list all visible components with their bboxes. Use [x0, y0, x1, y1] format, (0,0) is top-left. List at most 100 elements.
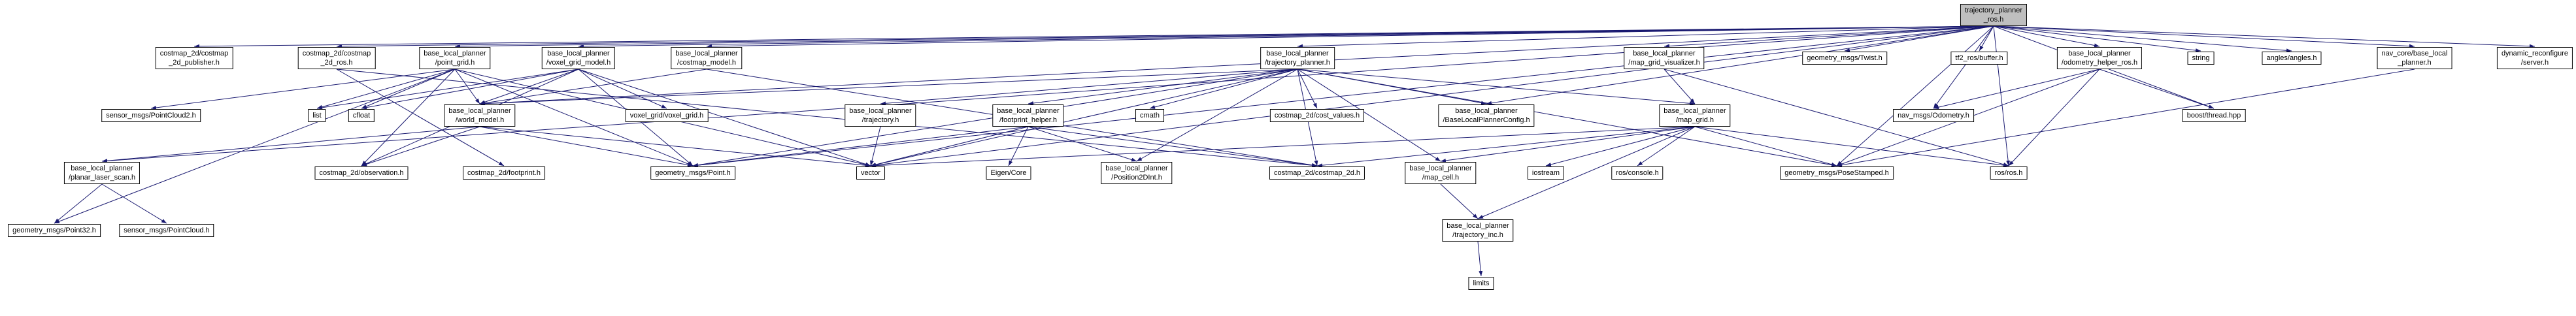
graph-node-dyn_reconf_server[interactable]: dynamic_reconfigure /server.h — [2496, 47, 2573, 69]
edge-trajectory_planner_ros--costmap_model — [706, 25, 1994, 48]
edge-trajectory_planner--trajectory — [880, 69, 1298, 106]
edge-trajectory_planner--blp_config — [1297, 69, 1487, 105]
edge-voxel_grid_model--cfloat — [361, 69, 579, 110]
edge-trajectory_planner_ros--angles — [1993, 25, 2292, 53]
graph-node-odometry[interactable]: nav_msgs/Odometry.h — [1893, 109, 1974, 122]
graph-node-angles[interactable]: angles/angles.h — [2262, 52, 2322, 65]
graph-node-boost_thread[interactable]: boost/thread.hpp — [2182, 109, 2246, 122]
edge-trajectory_planner--vector — [870, 69, 1298, 167]
graph-node-footprint[interactable]: costmap_2d/footprint.h — [463, 166, 545, 180]
edge-map_grid--iostream — [1545, 126, 1696, 166]
edge-map_grid--costmap_2d — [1316, 126, 1696, 168]
edge-trajectory_planner_ros--voxel_grid_model — [578, 25, 1994, 48]
graph-node-map_cell[interactable]: base_local_planner /map_cell.h — [1405, 162, 1477, 184]
graph-node-point_grid[interactable]: base_local_planner /point_grid.h — [419, 47, 491, 69]
edge-trajectory_planner_ros--planar_laser_scan — [101, 25, 1994, 163]
edge-world_model--point — [479, 126, 694, 167]
edge-trajectory_planner_ros--blp_config — [1486, 25, 1994, 105]
edge-trajectory_inc--limits — [1477, 241, 1483, 277]
edge-trajectory_planner_ros--map_grid_visualizer — [1664, 25, 1994, 48]
graph-node-cost_values[interactable]: costmap_2d/cost_values.h — [1269, 109, 1365, 122]
graph-node-string[interactable]: string — [2187, 52, 2215, 65]
graph-node-costmap_2d_publisher[interactable]: costmap_2d/costmap _2d_publisher.h — [155, 47, 233, 69]
graph-node-list[interactable]: list — [308, 109, 326, 122]
graph-node-map_grid[interactable]: base_local_planner /map_grid.h — [1659, 104, 1731, 127]
graph-node-costmap_2d[interactable]: costmap_2d/costmap_2d.h — [1269, 166, 1365, 180]
edge-trajectory_planner_ros--nav_core_blp — [1993, 25, 2415, 48]
graph-node-iostream[interactable]: iostream — [1527, 166, 1565, 180]
edge-map_grid--map_cell — [1440, 126, 1696, 163]
graph-node-odometry_helper[interactable]: base_local_planner /odometry_helper_ros.… — [2056, 47, 2143, 69]
edge-point_grid--point32 — [54, 69, 456, 224]
graph-node-pointcloud2[interactable]: sensor_msgs/PointCloud2.h — [101, 109, 201, 122]
graph-node-trajectory_planner[interactable]: base_local_planner /trajectory_planner.h — [1260, 47, 1335, 69]
edge-trajectory_planner_ros--costmap_2d_ros — [336, 25, 1994, 48]
graph-node-observation[interactable]: costmap_2d/observation.h — [314, 166, 409, 180]
graph-node-point32[interactable]: geometry_msgs/Point32.h — [8, 224, 101, 237]
graph-node-cfloat[interactable]: cfloat — [348, 109, 375, 122]
edge-trajectory_planner_ros--twist — [1844, 25, 1994, 52]
edge-trajectory_planner_ros--point_grid — [454, 25, 1994, 48]
edge-map_grid--pose_stamped — [1694, 126, 1837, 166]
edge-point_grid--cfloat — [361, 69, 456, 109]
edge-trajectory_planner_ros--odometry_helper — [1993, 25, 2100, 48]
edge-footprint_helper--point — [692, 126, 1029, 168]
graph-node-trajectory[interactable]: base_local_planner /trajectory.h — [845, 104, 916, 127]
graph-node-position2dint[interactable]: base_local_planner /Position2DInt.h — [1101, 162, 1173, 184]
edge-trajectory_planner--pose_stamped — [1297, 69, 1837, 167]
edge-trajectory_planner_ros--tf2_buffer — [1979, 25, 1994, 52]
edge-trajectory_planner--map_grid — [1297, 69, 1696, 106]
graph-node-eigen_core[interactable]: Eigen/Core — [986, 166, 1031, 180]
graph-node-voxel_grid[interactable]: voxel_grid/voxel_grid.h — [625, 109, 709, 122]
edge-map_grid--ros_ros — [1694, 126, 2009, 167]
edge-map_grid--vector — [870, 126, 1696, 168]
graph-node-pose_stamped[interactable]: geometry_msgs/PoseStamped.h — [1780, 166, 1894, 180]
edge-trajectory_planner_ros--dyn_reconf_server — [1993, 25, 2535, 48]
edge-trajectory_planner_ros--ros_ros — [1993, 25, 2011, 166]
edge-trajectory_planner--cost_values — [1297, 69, 1318, 109]
edge-point_grid--observation — [361, 69, 456, 166]
edge-trajectory_planner_ros--costmap_2d_publisher — [193, 25, 1994, 48]
graph-node-map_grid_visualizer[interactable]: base_local_planner /map_grid_visualizer.… — [1624, 47, 1705, 69]
edge-footprint_helper--eigen_core — [1008, 126, 1029, 166]
edge-trajectory_planner--footprint_helper — [1028, 69, 1298, 105]
edge-point_grid--pointcloud2 — [150, 69, 456, 110]
edge-odometry_helper--odometry — [1933, 69, 2100, 110]
graph-node-costmap_model[interactable]: base_local_planner /costmap_model.h — [671, 47, 743, 69]
graph-node-ros_console[interactable]: ros/console.h — [1611, 166, 1664, 180]
graph-node-nav_core_blp[interactable]: nav_core/base_local _planner.h — [2377, 47, 2452, 69]
graph-node-cmath[interactable]: cmath — [1135, 109, 1164, 122]
graph-node-point[interactable]: geometry_msgs/Point.h — [650, 166, 735, 180]
edge-trajectory_planner_ros--trajectory_planner — [1297, 25, 1994, 48]
edge-trajectory_planner_ros--vector — [870, 25, 1994, 167]
edge-footprint_helper--vector — [870, 126, 1029, 166]
edge-point_grid--list — [316, 69, 456, 109]
edge-trajectory_planner_ros--point — [692, 25, 1994, 168]
edge-footprint_helper--position2dint — [1028, 126, 1137, 162]
edge-world_model--planar_laser_scan — [101, 126, 480, 163]
graph-node-pointcloud[interactable]: sensor_msgs/PointCloud.h — [119, 224, 214, 237]
graph-node-footprint_helper[interactable]: base_local_planner /footprint_helper.h — [992, 104, 1064, 127]
edge-odometry_helper--boost_thread — [2099, 69, 2215, 109]
edge-map_grid--ros_console — [1637, 126, 1696, 166]
edge-trajectory--vector — [870, 126, 881, 166]
graph-node-voxel_grid_model[interactable]: base_local_planner /voxel_grid_model.h — [541, 47, 616, 69]
graph-node-world_model[interactable]: base_local_planner /world_model.h — [444, 104, 516, 127]
graph-node-ros_ros[interactable]: ros/ros.h — [1990, 166, 2028, 180]
edge-voxel_grid_model--vector — [578, 69, 871, 166]
graph-node-costmap_2d_ros[interactable]: costmap_2d/costmap _2d_ros.h — [297, 47, 376, 69]
edge-trajectory_planner--world_model — [479, 69, 1298, 106]
edge-costmap_model--world_model — [479, 69, 707, 105]
edge-voxel_grid_model--world_model — [479, 69, 579, 104]
edge-odometry_helper--ros_ros — [2008, 69, 2100, 166]
edge-map_cell--trajectory_inc — [1440, 183, 1479, 219]
graph-node-limits[interactable]: limits — [1468, 277, 1494, 290]
graph-node-twist[interactable]: geometry_msgs/Twist.h — [1802, 52, 1887, 65]
graph-node-tf2_buffer[interactable]: tf2_ros/buffer.h — [1950, 52, 2008, 65]
graph-node-planar_laser_scan[interactable]: base_local_planner /planar_laser_scan.h — [63, 162, 141, 184]
graph-node-trajectory_planner_ros: trajectory_planner _ros.h — [1960, 4, 2028, 26]
graph-node-vector[interactable]: vector — [856, 166, 885, 180]
graph-node-blp_config[interactable]: base_local_planner /BaseLocalPlannerConf… — [1438, 104, 1535, 127]
graph-node-trajectory_inc[interactable]: base_local_planner /trajectory_inc.h — [1442, 219, 1514, 242]
